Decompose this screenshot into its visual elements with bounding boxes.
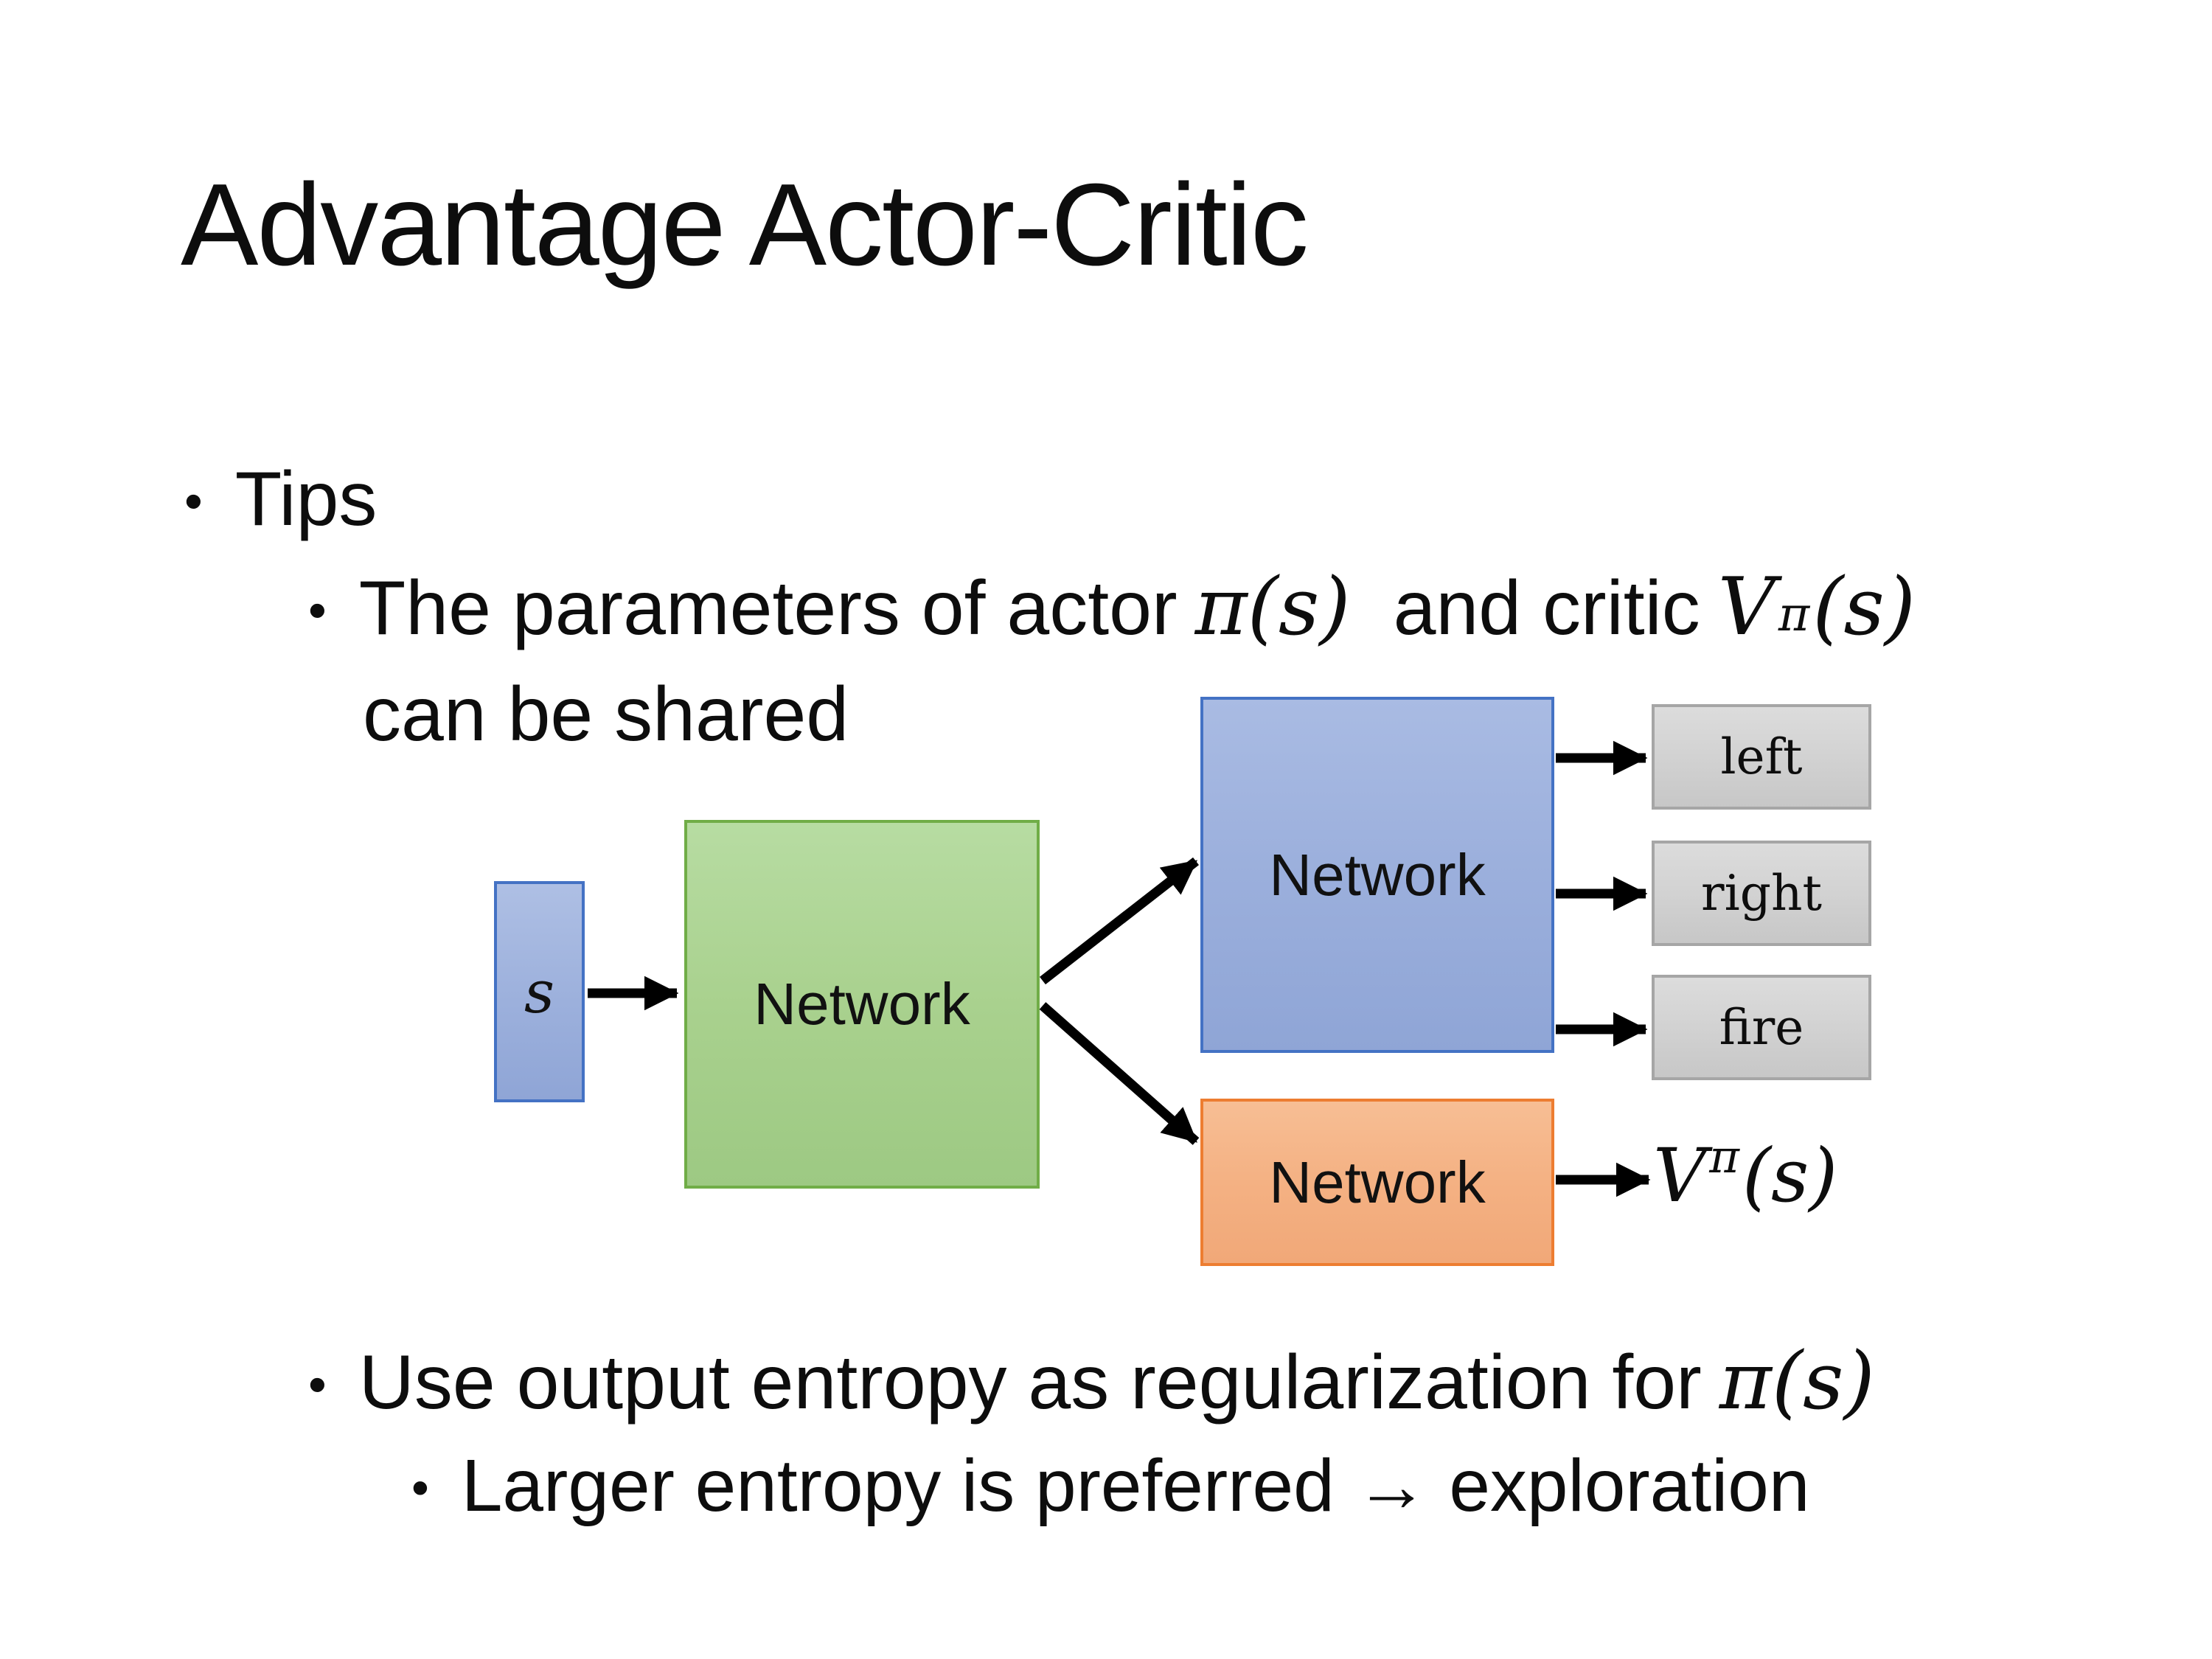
value-math-args: (s)	[1742, 1133, 1838, 1219]
page-title: Advantage Actor-Critic	[181, 160, 1309, 290]
bullet-exploration-row: • Larger entropy is preferred → explorat…	[411, 1444, 1810, 1528]
arrow-shared-to-critic	[1039, 1002, 1200, 1145]
params-text-pre: The parameters of actor	[358, 566, 1178, 651]
bullet-params-line2: can be shared	[363, 671, 849, 759]
bullet-tips-label: Tips	[234, 456, 378, 542]
action-fire-label: fire	[1719, 999, 1804, 1056]
entropy-policy-math: π(s)	[1719, 1335, 1875, 1427]
shared-network-box: Network	[684, 820, 1040, 1189]
critic-value-math-args: (s)	[1812, 560, 1916, 653]
exploration-label: Larger entropy is preferred → exploratio…	[461, 1444, 1810, 1527]
bullet-tips-row: • Tips	[184, 456, 377, 543]
action-box-fire: fire	[1652, 975, 1871, 1080]
params-text-mid: and critic	[1393, 566, 1700, 651]
action-right-label: right	[1701, 865, 1822, 922]
entropy-text-pre: Use output entropy as regularization for	[358, 1340, 1702, 1425]
actor-network-box: Network	[1200, 697, 1554, 1053]
critic-network-box: Network	[1200, 1099, 1554, 1266]
state-label: s	[524, 957, 555, 1026]
shared-network-label: Network	[754, 971, 970, 1037]
actor-network-label: Network	[1269, 841, 1486, 908]
arrow-shared-to-actor	[1040, 857, 1199, 985]
value-math-base: V	[1653, 1133, 1707, 1219]
action-box-left: left	[1652, 704, 1871, 810]
action-box-right: right	[1652, 841, 1871, 946]
bullet-dot: •	[184, 471, 203, 530]
value-math-sup: π	[1709, 1129, 1739, 1183]
params-text-line2: can be shared	[363, 672, 849, 757]
actor-policy-math: π(s)	[1194, 560, 1351, 653]
bullet-params-row: • The parameters of actor π(s) and criti…	[308, 560, 1916, 653]
critic-value-math-sup: π	[1778, 586, 1810, 642]
critic-value-math-base: V	[1717, 560, 1775, 653]
action-left-label: left	[1720, 728, 1803, 785]
bullet-entropy-row: • Use output entropy as regularization f…	[308, 1335, 1875, 1427]
state-input-box: s	[494, 881, 585, 1102]
bullet-dot: •	[308, 580, 327, 639]
bullet-dot: •	[308, 1354, 327, 1413]
bullet-dot: •	[411, 1459, 429, 1516]
value-output-label: Vπ(s)	[1653, 1129, 1838, 1219]
critic-network-label: Network	[1269, 1149, 1486, 1215]
